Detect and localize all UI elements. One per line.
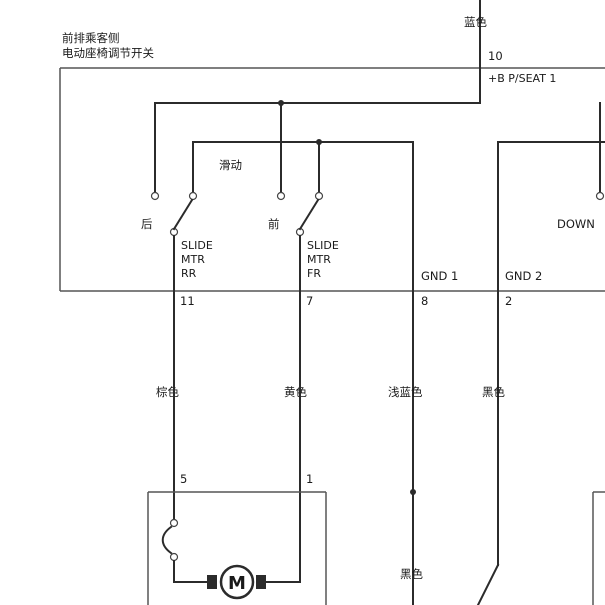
slide-label: 滑动 [219,158,242,172]
rr-label-line1: SLIDE [181,239,213,252]
gnd1-label: GND 1 [421,269,458,283]
motor-pin-1-label: 1 [306,472,313,486]
wire-11-color-label: 棕色 [156,385,179,399]
fr-label-line3: FR [307,267,321,280]
gnd1-wire [410,141,416,605]
ground-bus-wire [192,139,414,193]
motor-symbol: M [228,573,246,594]
gnd2-label: GND 2 [505,269,542,283]
pin-8-label: 8 [421,294,428,308]
supply-wire [154,0,481,193]
motor-feed-wires [173,290,301,583]
rr-label-line3: RR [181,267,197,280]
rear-slide-switch [150,191,198,292]
front-label: 前 [268,217,280,231]
wire-8-color-label: 浅蓝色 [388,385,423,399]
gnd2-wire [476,141,605,605]
right-connector-box-partial [592,491,605,605]
fr-label-line1: SLIDE [307,239,339,252]
wire-7-color-label: 黄色 [284,385,307,399]
pin-2-label: 2 [505,294,512,308]
fr-label-line2: MTR [307,253,331,266]
switch-module-box [59,67,605,292]
top-signal-label: +B P/SEAT 1 [488,72,556,85]
top-wire-color-label: 蓝色 [464,15,487,29]
motor-connector-box [147,491,327,605]
circuit-breaker-icon [161,518,301,583]
gnd1-junction-dot [410,489,416,495]
rr-label-line2: MTR [181,253,205,266]
ground-junction-dot [316,139,322,145]
rear-label: 后 [141,217,153,231]
module-title-line2: 电动座椅调节开关 [62,46,154,60]
top-pin-label: 10 [488,49,503,63]
down-label: DOWN [557,217,595,231]
down-switch-partial [595,102,605,201]
pin-7-label: 7 [306,294,313,308]
motor-icon: M [207,564,266,600]
supply-junction-dot [278,100,284,106]
pin-11-label: 11 [180,294,195,308]
wire-2-color-label: 黑色 [482,385,505,399]
front-slide-switch [276,191,324,292]
motor-pin-5-label: 5 [180,472,187,486]
ground-wire-color-label: 黑色 [400,567,423,581]
module-title-line1: 前排乘客侧 [62,31,120,45]
